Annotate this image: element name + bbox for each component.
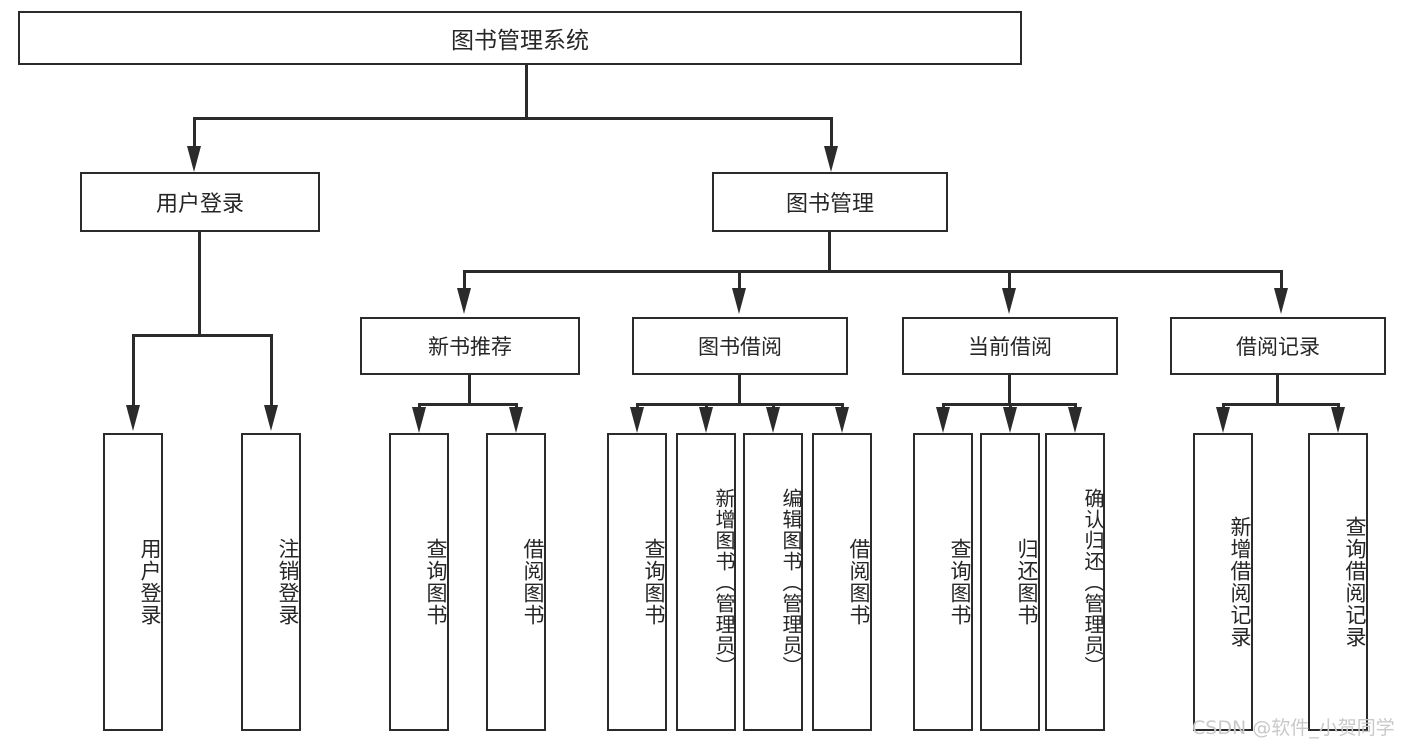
arrow-br-to-leaf-1	[1216, 407, 1230, 433]
arrow-bm-to-book-borrow	[732, 288, 746, 314]
node-book-borrow[interactable]: 图书借阅	[632, 317, 848, 375]
node-book-management[interactable]: 图书管理	[712, 172, 948, 232]
node-current-borrow[interactable]: 当前借阅	[902, 317, 1118, 375]
edge-bm-to-borrow-record	[1280, 270, 1283, 292]
arrow-root-to-book-management	[824, 146, 838, 172]
arrow-bb-to-leaf-4	[835, 407, 849, 433]
arrow-bm-to-current-borrow	[1002, 288, 1016, 314]
edge-bm-to-current-borrow	[1008, 270, 1011, 292]
edge-current-borrow-stem	[1008, 375, 1011, 405]
arrow-user-login-to-leaf-2	[264, 405, 278, 431]
arrow-bb-to-leaf-1	[630, 407, 644, 433]
edge-root-to-book-management	[830, 117, 833, 149]
edge-book-borrow-stem	[738, 375, 741, 405]
arrow-bb-to-leaf-2	[699, 407, 713, 433]
arrow-user-login-to-leaf-1	[126, 405, 140, 431]
node-leaf-logout-login[interactable]: 注销登录	[241, 433, 301, 731]
node-leaf-query-book-3[interactable]: 查询图书	[913, 433, 973, 731]
node-leaf-user-login[interactable]: 用户登录	[103, 433, 163, 731]
arrow-new-book-to-leaf-1	[412, 407, 426, 433]
arrow-bb-to-leaf-3	[766, 407, 780, 433]
node-leaf-add-borrow-record[interactable]: 新增借阅记录	[1193, 433, 1253, 731]
edge-book-management-stem	[828, 232, 831, 272]
edge-bm-to-new-book	[463, 270, 466, 292]
edge-user-login-to-leaf-1	[132, 334, 135, 406]
arrow-bm-to-borrow-record	[1274, 288, 1288, 314]
arrow-br-to-leaf-2	[1331, 407, 1345, 433]
node-leaf-edit-book-admin[interactable]: 编辑图书（管理员）	[743, 433, 803, 731]
csdn-watermark: CSDN @软件_小贺同学	[1192, 717, 1395, 739]
node-user-login[interactable]: 用户登录	[80, 172, 320, 232]
node-leaf-add-book-admin[interactable]: 新增图书（管理员）	[676, 433, 736, 731]
node-new-book-recommend[interactable]: 新书推荐	[360, 317, 580, 375]
node-leaf-query-book-2[interactable]: 查询图书	[607, 433, 667, 731]
edge-borrow-record-bus	[1222, 403, 1340, 406]
edge-book-borrow-bus	[636, 403, 844, 406]
edge-user-login-bus	[132, 334, 272, 337]
edge-user-login-to-leaf-2	[270, 334, 273, 406]
edge-root-stem	[525, 65, 528, 119]
node-borrow-record[interactable]: 借阅记录	[1170, 317, 1386, 375]
edge-root-to-user-login	[193, 117, 196, 149]
node-leaf-query-borrow-record[interactable]: 查询借阅记录	[1308, 433, 1368, 731]
arrow-new-book-to-leaf-2	[509, 407, 523, 433]
node-leaf-return-book[interactable]: 归还图书	[980, 433, 1040, 731]
node-leaf-query-book-1[interactable]: 查询图书	[389, 433, 449, 731]
node-leaf-borrow-book-1[interactable]: 借阅图书	[486, 433, 546, 731]
edge-new-book-bus	[418, 403, 518, 406]
arrow-cb-to-leaf-1	[936, 407, 950, 433]
node-root-book-management-system[interactable]: 图书管理系统	[18, 11, 1022, 65]
node-leaf-borrow-book-2[interactable]: 借阅图书	[812, 433, 872, 731]
arrow-cb-to-leaf-2	[1003, 407, 1017, 433]
edge-bm-to-book-borrow	[738, 270, 741, 292]
edge-new-book-stem	[468, 375, 471, 405]
arrow-cb-to-leaf-3	[1068, 407, 1082, 433]
edge-user-login-stem	[198, 232, 201, 336]
edge-root-bus	[193, 117, 833, 120]
edge-book-management-bus	[463, 270, 1283, 273]
arrow-root-to-user-login	[187, 146, 201, 172]
arrow-bm-to-new-book	[457, 288, 471, 314]
node-leaf-confirm-return-admin[interactable]: 确认归还（管理员）	[1045, 433, 1105, 731]
edge-borrow-record-stem	[1276, 375, 1279, 405]
